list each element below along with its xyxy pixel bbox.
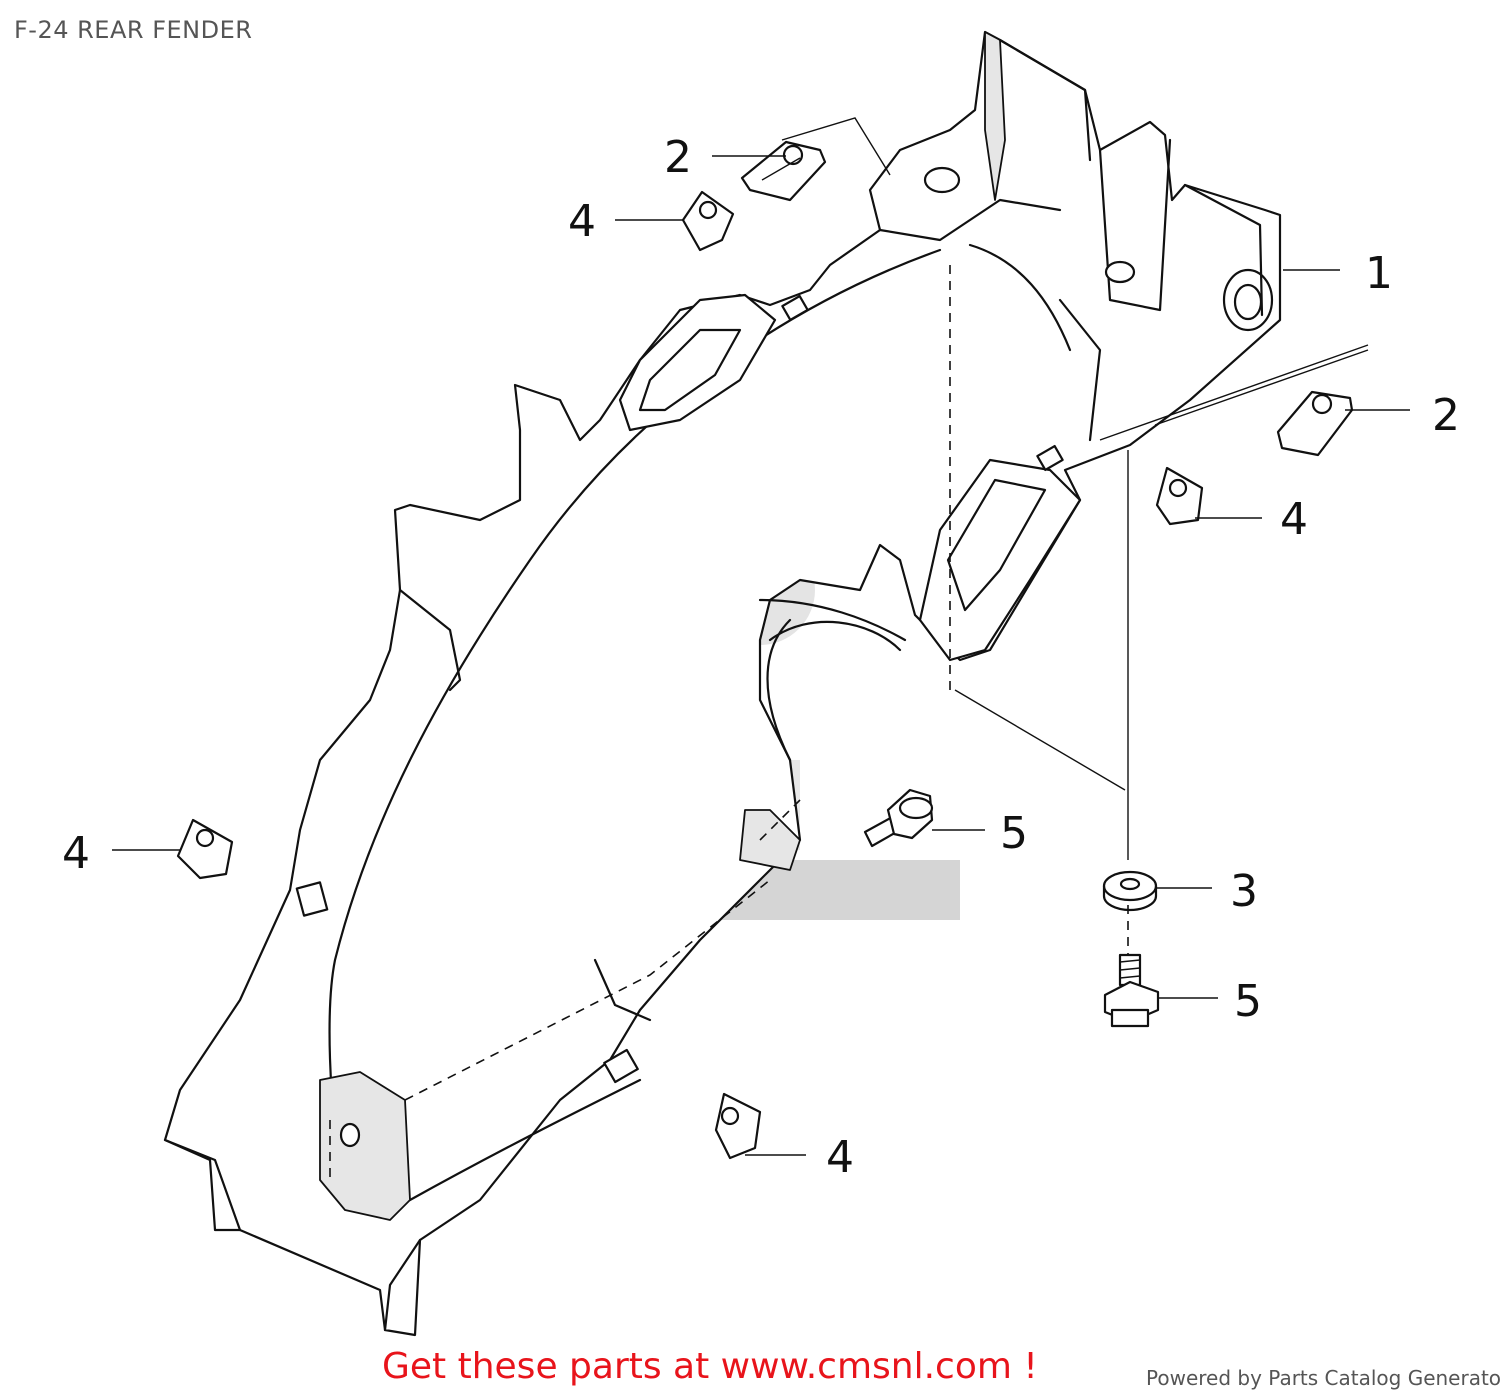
clip-nut-4-bottom	[714, 1092, 762, 1160]
callout-5-center: 5	[1000, 808, 1028, 859]
callout-5-right: 5	[1234, 976, 1262, 1027]
callout-4-right: 4	[1280, 494, 1308, 545]
powered-by-label: Powered by Parts Catalog Generator	[1146, 1366, 1500, 1390]
clip-nut-4-right	[1155, 466, 1204, 526]
cmsnl-shop-link[interactable]: Get these parts at www.cmsnl.com !	[382, 1346, 1038, 1387]
flange-bolt-5-center	[863, 788, 934, 848]
callout-1-fender: 1	[1365, 248, 1393, 299]
diagram-title: F-24 REAR FENDER	[14, 16, 253, 44]
clip-nut-2-top	[740, 140, 827, 202]
washer-3	[1102, 870, 1158, 912]
rear-fender	[163, 30, 1369, 1337]
clip-nut-2-right	[1276, 390, 1354, 457]
callout-2-right: 2	[1432, 390, 1460, 441]
callout-4-bottom: 4	[826, 1132, 854, 1183]
callout-leaders	[112, 117, 1410, 1156]
callout-3-washer: 3	[1230, 866, 1258, 917]
clip-nut-4-top	[681, 190, 735, 252]
clip-nut-4-left	[176, 818, 234, 880]
flange-bolt-5-right	[1103, 953, 1160, 1028]
callout-4-left: 4	[62, 828, 90, 879]
callout-4-top: 4	[568, 196, 596, 247]
callout-2-top: 2	[664, 132, 692, 183]
